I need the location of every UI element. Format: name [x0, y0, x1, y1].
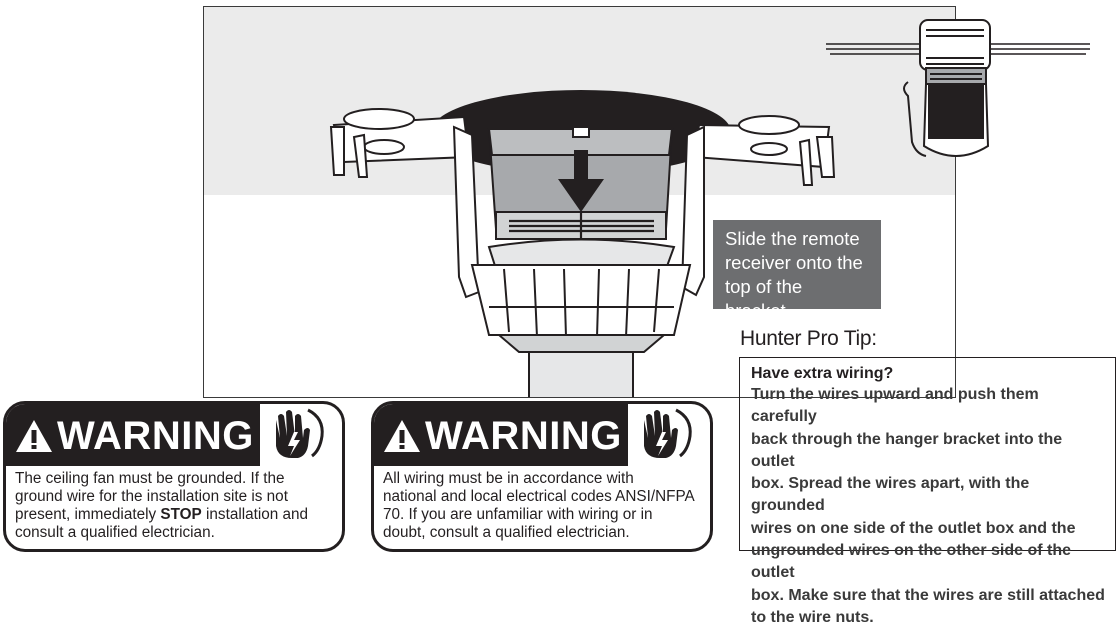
warning-header: WARNING — [6, 404, 342, 466]
pro-tip-title: Hunter Pro Tip: — [740, 327, 877, 350]
warning-line: consult a qualified electrician. — [15, 524, 215, 541]
warning-line: The ceiling fan must be grounded. If the — [15, 470, 285, 487]
stop-emphasis: STOP — [160, 506, 202, 523]
warning-header: WARNING — [374, 404, 710, 466]
arrow-down-icon — [558, 150, 604, 212]
wiring-code-warning-box: WARNING All wiring must be in accordance… — [371, 401, 713, 552]
pro-tip-line: back through the hanger bracket into the… — [751, 430, 1063, 470]
warning-line: ground wire for the installation site is… — [15, 488, 288, 505]
pro-tip-heading: Have extra wiring? — [751, 365, 894, 382]
hazard-panel — [260, 404, 342, 466]
pro-tip-line: box. Make sure that the wires are still … — [751, 586, 1105, 604]
warning-line: national and local electrical codes ANSI… — [383, 488, 695, 505]
warning-text: The ceiling fan must be grounded. If the… — [15, 470, 334, 542]
pro-tip-box: Have extra wiring? Turn the wires upward… — [739, 357, 1116, 626]
instruction-callout: Slide the remote receiver onto the top o… — [713, 220, 881, 321]
warning-title: WARNING — [425, 414, 622, 458]
pro-tip-line: Turn the wires upward and push them care… — [751, 386, 1039, 426]
warning-line: 70. If you are unfamiliar with wiring or… — [383, 506, 653, 523]
warning-triangle-icon — [16, 420, 52, 452]
pro-tip-line: to the wire nuts. — [751, 608, 874, 626]
fan-receiver-bracket-drawing — [329, 90, 836, 397]
electric-shock-hand-icon — [644, 408, 692, 458]
warning-line: doubt, consult a qualified electrician. — [383, 524, 630, 541]
pro-tip-line: ungrounded wires on the other side of th… — [751, 542, 1072, 582]
warning-line: present, immediately STOP installation a… — [15, 506, 334, 524]
pro-tip-body: Turn the wires upward and push them care… — [751, 384, 1107, 629]
electric-shock-hand-icon — [276, 408, 324, 458]
warning-line: All wiring must be in accordance with — [383, 470, 634, 487]
warning-text-segment: present, immediately — [15, 506, 161, 523]
installation-illustration — [203, 6, 956, 398]
callout-line: top of the bracket. — [725, 276, 803, 321]
grounding-warning-box: WARNING The ceiling fan must be grounded… — [3, 401, 345, 552]
pro-tip-line: wires on one side of the outlet box and … — [751, 519, 1076, 537]
warning-text-segment: installation and — [201, 506, 309, 523]
hazard-panel — [628, 404, 710, 466]
warning-text: All wiring must be in accordance with na… — [383, 470, 702, 542]
receiver-detail-illustration — [826, 19, 1090, 157]
warning-triangle-icon — [384, 420, 420, 452]
pro-tip-line: box. Spread the wires apart, with the gr… — [751, 475, 1030, 515]
warning-title: WARNING — [57, 414, 254, 458]
callout-line: Slide the remote — [725, 228, 860, 249]
callout-line: receiver onto the — [725, 252, 863, 273]
